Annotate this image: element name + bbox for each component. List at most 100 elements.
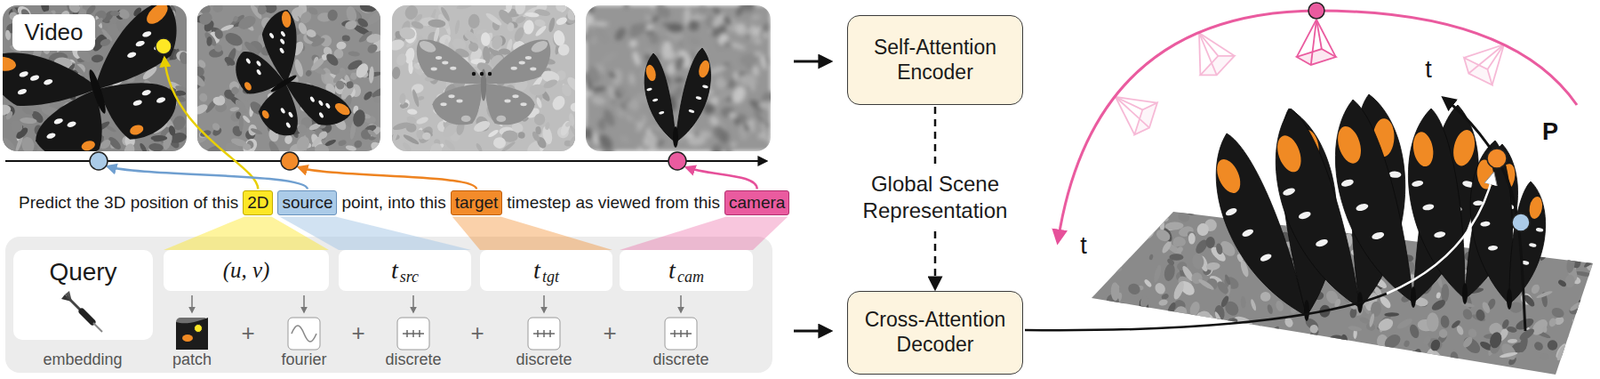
pebble xyxy=(1410,348,1425,367)
pebble xyxy=(648,19,666,36)
pebble xyxy=(1168,333,1181,346)
white-spot xyxy=(268,32,275,40)
highlight-wedge xyxy=(452,216,613,250)
pebble xyxy=(631,50,641,67)
pebble xyxy=(1255,330,1266,341)
pebble xyxy=(1123,233,1133,242)
tick xyxy=(549,329,552,337)
white-spot xyxy=(1411,179,1424,188)
pebble xyxy=(213,28,224,40)
pebble xyxy=(1403,339,1411,348)
highlight-box: camera xyxy=(724,190,790,216)
butterfly-body xyxy=(1304,299,1310,321)
pebble xyxy=(1435,291,1441,299)
pebble xyxy=(590,95,607,106)
pebble xyxy=(1196,222,1210,237)
sine-wave xyxy=(291,325,317,342)
pebble xyxy=(627,38,639,49)
patch-point xyxy=(194,324,203,333)
pebble xyxy=(1089,242,1102,256)
pebble xyxy=(1225,342,1235,349)
pebble xyxy=(1240,296,1247,309)
pebble xyxy=(618,101,628,112)
pebble xyxy=(1565,274,1576,288)
pebble xyxy=(1109,217,1119,227)
pebble xyxy=(337,138,348,147)
pebble xyxy=(1166,256,1176,266)
pebble xyxy=(607,70,618,80)
pebble xyxy=(1139,200,1158,208)
pebble xyxy=(1314,371,1328,379)
pebble xyxy=(1460,301,1475,309)
pebble xyxy=(326,8,339,23)
pebble xyxy=(758,100,771,111)
tick xyxy=(673,329,676,337)
pebble xyxy=(1107,207,1117,224)
pebble xyxy=(1082,352,1102,368)
white-spot xyxy=(1340,177,1355,188)
pebble xyxy=(1092,365,1100,376)
pebble xyxy=(1419,353,1428,361)
pebble xyxy=(1429,337,1442,352)
source-point xyxy=(1512,213,1530,232)
hindwing xyxy=(252,83,311,144)
pebble xyxy=(711,144,722,152)
pebble xyxy=(1138,295,1150,309)
butterfly-body xyxy=(1462,282,1468,304)
white-spot xyxy=(280,107,287,115)
pebble xyxy=(1449,351,1460,364)
pebble xyxy=(1440,314,1450,328)
pebble xyxy=(373,95,381,104)
orange-patch xyxy=(1410,130,1436,168)
pebble xyxy=(1340,333,1349,346)
pebble xyxy=(1359,315,1371,325)
butterfly-body xyxy=(1410,286,1416,308)
pebble xyxy=(360,5,378,13)
pebble xyxy=(1234,364,1248,372)
pebble xyxy=(1108,332,1115,344)
pebble xyxy=(1550,204,1560,215)
pebble xyxy=(1471,364,1482,375)
pebble xyxy=(1153,212,1169,223)
discrete-icon xyxy=(528,317,560,350)
butterfly xyxy=(1334,99,1480,308)
white-spot xyxy=(132,98,144,107)
pebble xyxy=(1088,200,1097,211)
pebble xyxy=(1144,201,1152,209)
white-spot xyxy=(702,84,709,89)
pebble xyxy=(1286,344,1296,353)
pebble xyxy=(1108,308,1125,326)
orange-patch xyxy=(1449,128,1478,168)
pebble xyxy=(1122,349,1135,360)
pebble xyxy=(673,76,686,84)
pebble xyxy=(1251,371,1265,379)
pebble xyxy=(1169,314,1180,324)
pebble xyxy=(751,14,760,20)
pebble xyxy=(1376,315,1395,333)
pebble xyxy=(1149,341,1165,357)
pebble xyxy=(151,135,168,142)
pebble xyxy=(1424,371,1436,379)
orange-patch xyxy=(280,10,292,29)
leader-line xyxy=(164,57,258,190)
pebble xyxy=(223,55,237,68)
pebble xyxy=(1205,351,1219,367)
pebble xyxy=(1107,243,1119,256)
pebble xyxy=(623,5,630,9)
orange-patch xyxy=(644,64,658,82)
leader-line xyxy=(107,166,308,190)
node-text: Cross-Attention Decoder xyxy=(853,307,1017,357)
pebble xyxy=(742,27,758,44)
pebble xyxy=(1408,346,1424,367)
orange-patch xyxy=(242,80,253,92)
pebble xyxy=(1250,354,1261,366)
pebble xyxy=(341,34,351,42)
pebble xyxy=(1360,344,1376,359)
pebble xyxy=(1121,213,1144,231)
pebble xyxy=(1430,361,1450,375)
pebble xyxy=(687,34,703,48)
prompt-text: point, into this xyxy=(341,192,446,214)
timestep-dot xyxy=(89,152,108,170)
pebble xyxy=(1536,289,1554,300)
white-spot xyxy=(66,120,78,128)
